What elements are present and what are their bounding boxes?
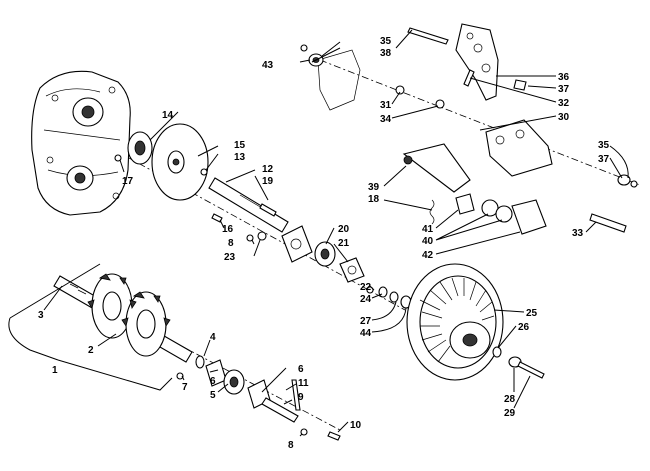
part-32-pin	[463, 69, 475, 87]
callout-17: 17	[122, 176, 134, 187]
part-25-driven-pulley	[406, 263, 504, 381]
callout-25: 25	[526, 308, 538, 319]
callout-38: 38	[380, 48, 392, 59]
callout-44: 44	[360, 328, 372, 339]
part-26-washer	[492, 346, 502, 358]
part-8-washer-lower	[300, 428, 308, 436]
part-37-spacer-right	[617, 174, 631, 186]
callout-35a: 35	[380, 36, 392, 47]
callout-40: 40	[422, 236, 434, 247]
part-35-nut-upper	[300, 44, 308, 52]
callout-19: 19	[262, 176, 274, 187]
callout-29: 29	[504, 408, 516, 419]
callout-43: 43	[262, 60, 274, 71]
callout-36: 36	[558, 72, 570, 83]
callout-11: 11	[298, 378, 309, 389]
part-5-bearing	[223, 369, 245, 395]
part-39-tensioner-arm	[402, 143, 471, 193]
part-24-washer	[378, 286, 388, 298]
part-20-bearing	[314, 241, 336, 267]
callout-34: 34	[380, 114, 392, 125]
part-8-washer-upper	[246, 234, 254, 242]
part-40-spacers	[481, 199, 513, 223]
callout-10: 10	[350, 420, 362, 431]
part-34-clip	[435, 99, 445, 109]
callout-6b: 6	[298, 364, 304, 375]
callout-2: 2	[88, 345, 94, 356]
callout-22: 22	[360, 282, 372, 293]
part-4-seal	[195, 355, 205, 369]
callout-3: 3	[38, 310, 44, 321]
callout-35b: 35	[598, 140, 610, 151]
gear-case-housing	[31, 70, 131, 216]
callout-39: 39	[368, 182, 380, 193]
ghost-bracket-outline	[317, 49, 361, 111]
part-7-nut	[176, 372, 184, 380]
part-31-washer	[395, 85, 405, 95]
callout-28: 28	[504, 394, 516, 405]
callout-26: 26	[518, 322, 530, 333]
part-13-screw	[200, 168, 208, 176]
callout-23: 23	[224, 252, 236, 263]
callout-16: 16	[222, 224, 234, 235]
callout-7: 7	[182, 382, 188, 393]
callout-41: 41	[422, 224, 434, 235]
callout-21: 21	[338, 238, 350, 249]
callout-8b: 8	[288, 440, 294, 451]
part-10-cotter-pin	[327, 431, 341, 441]
part-42-tensioner-block	[511, 199, 547, 235]
callout-13: 13	[234, 152, 246, 163]
callout-24: 24	[360, 294, 372, 305]
callout-42: 42	[422, 250, 434, 261]
part-6-flange-inner	[205, 359, 227, 387]
part-41-block	[455, 193, 475, 215]
callout-6a: 6	[210, 376, 216, 387]
leader-lines	[8, 29, 629, 437]
part-38-bolt	[407, 27, 449, 45]
callout-37b: 37	[598, 154, 610, 165]
callout-14: 14	[162, 110, 174, 121]
callout-15: 15	[234, 140, 246, 151]
callout-30: 30	[558, 112, 570, 123]
callout-27: 27	[360, 316, 372, 327]
bearing-flange-plate	[281, 225, 313, 263]
part-36-chaincase-bracket	[455, 23, 499, 101]
part-11-bolt	[291, 379, 301, 411]
upper-axis-line	[319, 59, 641, 186]
callout-32: 32	[558, 98, 570, 109]
callout-18: 18	[368, 194, 380, 205]
callout-20: 20	[338, 224, 350, 235]
part-22-bolt-head	[366, 286, 374, 294]
callout-31: 31	[380, 100, 392, 111]
callout-12: 12	[262, 164, 274, 175]
callout-8a: 8	[228, 238, 234, 249]
part-15-brake-disc	[151, 123, 209, 201]
callout-37a: 37	[558, 84, 570, 95]
part-27-washer	[389, 291, 399, 303]
part-30-tensioner-bracket	[485, 119, 553, 177]
part-23-nut	[257, 231, 267, 241]
part-2-track-sprockets	[87, 273, 171, 357]
part-28-bolt	[508, 356, 545, 379]
callout-labels: 1 2 3 4 5 6 6 7 8 8 9 10 11 12 13 14 15 …	[38, 36, 610, 451]
part-19-key	[259, 203, 277, 217]
callout-4: 4	[210, 332, 216, 343]
part-16-bolt	[211, 213, 223, 223]
part-18-spring	[429, 199, 435, 225]
callout-9: 9	[298, 392, 304, 403]
part-21-bearing-flange	[339, 257, 365, 283]
part-14-bearing	[127, 131, 153, 165]
callout-5: 5	[210, 390, 216, 401]
part-33-adjuster-bolt	[589, 213, 627, 233]
part-17-plug	[114, 154, 122, 162]
part-37-spacer-upper	[513, 79, 527, 91]
part-9-speedo-drive	[261, 397, 299, 423]
callout-33: 33	[572, 228, 584, 239]
part-35-nut-right	[630, 180, 638, 188]
callout-1: 1	[52, 365, 58, 376]
